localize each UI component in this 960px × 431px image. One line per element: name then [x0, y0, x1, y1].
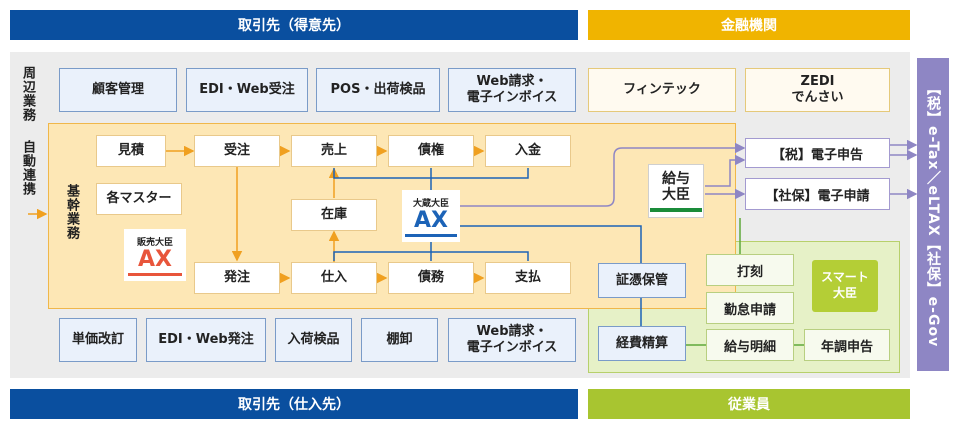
hanbai-ax-mark: AX: [138, 246, 172, 272]
sales-box: 売上: [291, 135, 377, 167]
customer-management-box: 顧客管理: [59, 68, 177, 112]
voucher-storage-box: 証憑保管: [598, 263, 686, 298]
payroll-tax-link: [705, 154, 746, 187]
payables-label: 債務: [417, 269, 444, 285]
social-filing-label: 【社保】電子申請: [765, 188, 870, 204]
purchase-label: 仕入: [320, 269, 347, 285]
pos-label: POS・出荷検品: [330, 82, 426, 98]
kyuyo-line2: 大臣: [662, 186, 690, 203]
customers-band: 取引先（得意先）: [10, 10, 578, 40]
customers-band-label: 取引先（得意先）: [238, 18, 350, 34]
payslip-box: 給与明細: [706, 329, 794, 361]
okura-ax-mark: AX: [414, 207, 448, 233]
masters-box: 各マスター: [96, 183, 182, 215]
order-received-box: 受注: [194, 135, 280, 167]
receivables-label: 債権: [417, 142, 444, 158]
web-invoice-bottom-line2: 電子インボイス: [466, 340, 558, 355]
kyuyo-daijin-logo: 給与 大臣: [648, 164, 704, 218]
tax-filing-label: 【税】電子申告: [771, 147, 863, 163]
masters-label: 各マスター: [106, 190, 172, 206]
purchase-box: 仕入: [291, 262, 377, 294]
inventory-box: 在庫: [291, 199, 377, 231]
government-systems-label: 【税】e-Tax／eLTAX【社保】e-Gov: [925, 81, 941, 348]
payslip-label: 給与明細: [723, 339, 776, 355]
edi-order-in-label: EDI・Web受注: [199, 82, 295, 98]
edi-order-in-box: EDI・Web受注: [186, 68, 308, 112]
voucher-storage-label: 証憑保管: [615, 272, 668, 288]
payment-in-label: 入金: [514, 142, 541, 158]
time-clock-box: 打刻: [706, 254, 794, 286]
expense-box: 経費精算: [598, 326, 686, 361]
zedi-line1: ZEDI: [800, 74, 835, 90]
receiving-label: 入荷検品: [287, 332, 340, 348]
receiving-box: 入荷検品: [275, 318, 352, 362]
accounting-voucher-link: [460, 225, 642, 263]
core-label: 基幹業務: [64, 184, 79, 240]
accounting-tax-link: [460, 142, 746, 207]
year-end-label: 年調申告: [820, 339, 873, 355]
peripheral-label: 周辺業務: [20, 66, 35, 122]
order-received-label: 受注: [223, 142, 250, 158]
expense-label: 経費精算: [615, 335, 668, 351]
suppliers-band-label: 取引先（仕入先）: [238, 397, 350, 413]
okura-daijin-logo: 大蔵大臣 AX: [402, 190, 460, 242]
smart-line2: 大臣: [832, 286, 857, 300]
stocktake-label: 棚卸: [386, 332, 413, 348]
estimate-box: 見積: [96, 135, 166, 167]
customer-management-label: 顧客管理: [91, 82, 144, 98]
estimate-label: 見積: [117, 142, 144, 158]
payment-out-label: 支払: [514, 269, 541, 285]
edi-order-out-label: EDI・Web発注: [158, 332, 254, 348]
order-placed-box: 発注: [194, 262, 280, 294]
smart-line1: スマート: [821, 270, 869, 285]
smart-daijin-logo: スマート大臣: [812, 260, 878, 312]
sales-label: 売上: [320, 142, 347, 158]
government-systems-bar: 【税】e-Tax／eLTAX【社保】e-Gov: [917, 58, 949, 371]
attendance-label: 勤怠申請: [723, 302, 776, 318]
receivables-box: 債権: [388, 135, 474, 167]
finance-band-label: 金融機関: [721, 18, 777, 34]
web-invoice-top-line1: Web請求・: [476, 74, 548, 90]
price-revision-label: 単価改訂: [71, 332, 124, 348]
finance-band: 金融機関: [588, 10, 910, 40]
auto-link-label: 自動連携: [20, 140, 35, 196]
stocktake-box: 棚卸: [361, 318, 438, 362]
hanbai-underline: [128, 272, 182, 276]
accounting-link-bottom: [333, 242, 529, 261]
employees-band-label: 従業員: [728, 397, 770, 413]
payables-box: 債務: [388, 262, 474, 294]
order-placed-label: 発注: [223, 269, 250, 285]
okura-caption: 大蔵大臣: [412, 198, 449, 209]
fintech-box: フィンテック: [588, 68, 736, 112]
hanbai-daijin-logo: 販売大臣 AX: [124, 229, 186, 281]
web-invoice-top-box: Web請求・電子インボイス: [448, 68, 576, 112]
time-clock-label: 打刻: [736, 264, 763, 280]
web-invoice-bottom-box: Web請求・電子インボイス: [448, 318, 576, 362]
suppliers-band: 取引先（仕入先）: [10, 389, 578, 419]
year-end-box: 年調申告: [804, 329, 890, 361]
social-filing-box: 【社保】電子申請: [745, 178, 890, 210]
pos-box: POS・出荷検品: [316, 68, 440, 112]
inventory-label: 在庫: [320, 206, 347, 222]
fintech-label: フィンテック: [623, 82, 701, 98]
kyuyo-line1: 給与: [662, 170, 690, 187]
payment-out-box: 支払: [485, 262, 571, 294]
hanbai-caption: 販売大臣: [136, 237, 173, 248]
web-invoice-top-line2: 電子インボイス: [466, 90, 558, 105]
employees-band: 従業員: [588, 389, 910, 419]
zedi-line2: でんさい: [791, 90, 844, 105]
edi-order-out-box: EDI・Web発注: [146, 318, 266, 362]
web-invoice-bottom-line1: Web請求・: [476, 324, 548, 340]
attendance-box: 勤怠申請: [706, 292, 794, 324]
price-revision-box: 単価改訂: [59, 318, 137, 362]
tax-filing-box: 【税】電子申告: [745, 138, 890, 168]
kyuyo-underline: [650, 207, 702, 212]
okura-underline: [405, 233, 457, 237]
payment-in-box: 入金: [485, 135, 571, 167]
